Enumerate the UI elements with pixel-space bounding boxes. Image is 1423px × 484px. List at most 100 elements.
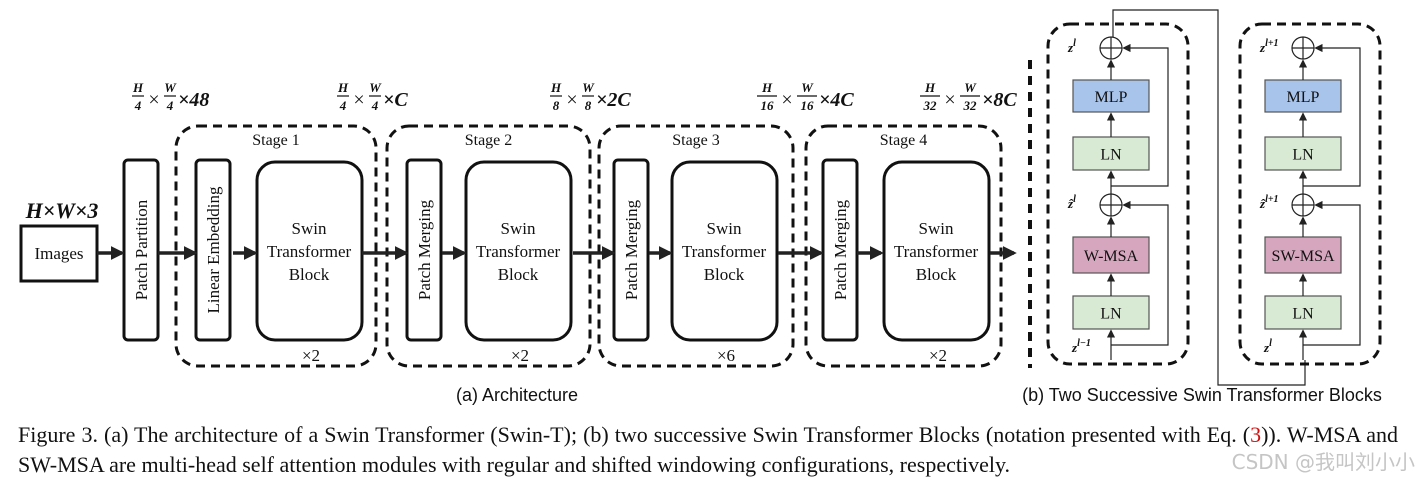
fraction-numerator: H (761, 80, 773, 95)
stages: Stage 1 Linear Embedding SwinTransformerBl… (174, 124, 1003, 368)
stage-border (174, 124, 378, 368)
stage-entry-label: Linear Embedding (204, 186, 223, 313)
fraction-denominator: 32 (923, 98, 938, 113)
stage-border (385, 124, 592, 368)
dimension-suffix: ×48 (178, 89, 209, 111)
attention-label: W-MSA (1084, 248, 1139, 265)
block-label-line: Swin (919, 219, 954, 238)
block-label-line: Block (704, 265, 745, 284)
patch-partition-label: Patch Partition (132, 199, 151, 300)
block-label-line: Swin (501, 219, 536, 238)
fraction-denominator: 4 (134, 98, 142, 113)
mlp-label: MLP (1287, 89, 1320, 106)
z-input-label: zl−1 (1071, 338, 1091, 355)
z-hat-label: ẑl+1 (1259, 194, 1279, 211)
z-input-label: zl (1263, 338, 1272, 355)
block-label-line: Block (916, 265, 957, 284)
watermark: CSDN @我叫刘小小 (1231, 450, 1415, 474)
block-link-line (1112, 9, 1306, 386)
attention-label: SW-MSA (1271, 248, 1335, 265)
times-sign: × (781, 89, 792, 111)
dimension-label: H 4 × W 4 ×C (337, 80, 408, 113)
fraction-denominator: 4 (339, 98, 347, 113)
z-hat-label: ẑl (1067, 194, 1076, 211)
stage-entry-label: Patch Merging (622, 199, 641, 300)
dimension-label: H16×W16×4C (757, 80, 854, 113)
dimension-labels: H4×W4×48H4×W4×CH8×W8×2CH16×W16×4CH32×W32… (132, 80, 1017, 113)
ln-top-label: LN (1292, 147, 1314, 164)
times-sign: × (566, 89, 577, 111)
z-output-label: zl (1067, 38, 1076, 55)
block-label-line: Transformer (682, 242, 767, 261)
fraction-numerator: H (550, 80, 562, 95)
ln-top-box (1072, 136, 1150, 171)
dimension-suffix: ×2C (596, 89, 631, 111)
ln-bottom-label: LN (1100, 306, 1122, 323)
ln-top-box (1264, 136, 1342, 171)
stage-repeat: ×2 (302, 346, 320, 365)
fraction-denominator: 4 (371, 98, 379, 113)
attention-box (1072, 236, 1150, 274)
stage-repeat: ×6 (717, 346, 735, 365)
stage-title: Stage 4 (880, 132, 928, 149)
fraction-denominator: 32 (963, 98, 978, 113)
fraction-denominator: 8 (553, 98, 560, 113)
architecture-subcaption: (a) Architecture (456, 385, 578, 405)
swin-transformer-block (882, 160, 991, 342)
block-label-line: Block (498, 265, 539, 284)
fraction-denominator: 4 (166, 98, 174, 113)
ln-bottom-box (1072, 295, 1150, 330)
block-label-line: Swin (707, 219, 742, 238)
block-border (1238, 22, 1382, 366)
ln-bottom-label: LN (1292, 306, 1314, 323)
stage-repeat: ×2 (929, 346, 947, 365)
fraction-numerator: W (369, 80, 382, 95)
fraction-numerator: H (924, 80, 936, 95)
images-label: Images (34, 244, 83, 263)
block-label-line: Block (289, 265, 330, 284)
stage-border (597, 124, 795, 368)
times-sign: × (944, 89, 955, 111)
block-label-line: Transformer (476, 242, 561, 261)
stage-1: Stage 1 Linear Embedding SwinTransformerBl… (174, 124, 378, 368)
fraction-denominator: 8 (585, 98, 592, 113)
fraction-numerator: H (132, 80, 144, 95)
stage-title: Stage 1 (252, 132, 300, 149)
fraction-numerator: W (801, 80, 814, 95)
figure-caption: Figure 3. (a) The architecture of a Swin… (18, 420, 1398, 480)
input-dimension: H×W×3 (25, 198, 99, 223)
images-box (19, 224, 99, 283)
stage-4: Stage 4 Patch Merging SwinTransformerBlock… (804, 124, 1003, 368)
stage-title: Stage 3 (672, 132, 720, 149)
caption-equation-ref[interactable]: 3 (1250, 422, 1262, 447)
dimension-label: H 32 × W 32 ×8C (920, 80, 1017, 113)
stage-border (804, 124, 1003, 368)
fraction-numerator: W (164, 80, 177, 95)
caption-part-1: Figure 3. (a) The architecture of a Swin… (18, 422, 1251, 447)
stage-title: Stage 2 (465, 132, 513, 149)
blocks-subcaption: (b) Two Successive Swin Transformer Bloc… (1022, 385, 1382, 405)
dimension-suffix: ×8C (982, 89, 1017, 111)
dimension-label: H 4 × W 4 ×48 (132, 80, 209, 113)
fraction-numerator: W (964, 80, 977, 95)
fraction-denominator: 16 (761, 98, 775, 113)
block-border (1046, 22, 1190, 366)
swin-block-right: MLP LN SW-MSA LN zl+1 ẑl+1 zl (1238, 22, 1382, 366)
fraction-denominator: 16 (801, 98, 815, 113)
stage-repeat: ×2 (511, 346, 529, 365)
stage-entry-label: Patch Merging (831, 199, 850, 300)
caption-part-2: )). W-MSA and SW-MSA are multi-head self… (18, 422, 1398, 477)
attention-box (1264, 236, 1342, 274)
fraction-numerator: H (337, 80, 349, 95)
block-label-line: Swin (292, 219, 327, 238)
z-output-label: zl+1 (1259, 38, 1279, 55)
stage-2: Stage 2 Patch Merging SwinTransformerBlock… (385, 124, 592, 368)
block-label-line: Transformer (267, 242, 352, 261)
dimension-suffix: ×C (383, 89, 408, 111)
block-label-line: Transformer (894, 242, 979, 261)
times-sign: × (148, 89, 159, 111)
times-sign: × (353, 89, 364, 111)
dimension-label: H8×W8×2C (550, 80, 631, 113)
stage-entry-label: Patch Merging (415, 199, 434, 300)
